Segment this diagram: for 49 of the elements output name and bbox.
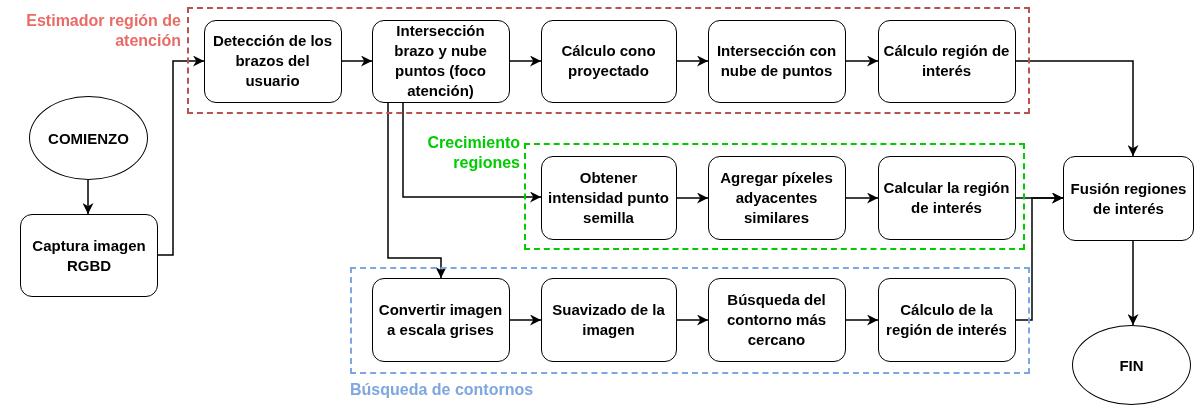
arrow <box>845 314 879 326</box>
arrow <box>676 192 709 204</box>
arrow <box>676 55 709 67</box>
arrow <box>402 102 542 203</box>
group-label: Estimador región de atención <box>25 11 181 51</box>
group-label: Crecimiento regiones <box>426 133 520 173</box>
step-label: Intersección brazo y nube puntos (foco atención) <box>393 21 488 101</box>
process-box <box>877 155 1016 240</box>
step-label: Intersección con nube de puntos <box>715 41 838 81</box>
arrow <box>509 314 542 326</box>
step-label: Agregar píxeles adyacentes similares <box>719 167 834 228</box>
step-label: Calcular la región de interés <box>882 177 1011 218</box>
group-label: Búsqueda de contornos <box>350 380 535 400</box>
arrow <box>676 314 709 326</box>
process-box <box>707 277 846 362</box>
step-label: Suavizado de la imagen <box>551 299 666 340</box>
step-label: Captura imagen RGBD <box>31 235 147 276</box>
step-label: Detección de los brazos del usuario <box>211 31 334 91</box>
arrow <box>1015 60 1139 157</box>
process-box <box>371 19 510 103</box>
process-box <box>877 277 1016 362</box>
step-label: Convertir imagen a escala grises <box>377 299 504 340</box>
process-box <box>1063 156 1194 241</box>
process-box <box>877 19 1016 103</box>
arrow <box>845 192 879 204</box>
terminal-label: COMIENZO <box>48 129 129 147</box>
process-box <box>707 155 846 240</box>
process-box <box>203 19 342 103</box>
arrow <box>82 179 94 215</box>
step-label: Fusión regiones de interés <box>1069 178 1188 219</box>
step-label: Cálculo región de interés <box>882 41 1011 81</box>
step-label: Cálculo de la región de interés <box>885 299 1008 340</box>
process-box <box>540 155 677 240</box>
arrow <box>341 55 373 67</box>
arrow <box>157 55 205 256</box>
process-box <box>20 214 158 297</box>
step-label: Obtener intensidad punto semilla <box>547 167 670 228</box>
arrow <box>509 55 542 67</box>
step-label: Búsqueda del contorno más cercano <box>725 289 828 350</box>
arrow <box>845 55 879 67</box>
process-box <box>540 19 677 103</box>
step-label: Cálculo cono proyectado <box>560 41 657 81</box>
terminal-label: FIN <box>1119 356 1144 374</box>
arrow <box>1015 192 1064 321</box>
process-box <box>540 277 677 362</box>
process-box <box>707 19 846 103</box>
arrow <box>387 102 447 279</box>
arrow <box>1127 240 1139 326</box>
process-box <box>371 277 510 362</box>
